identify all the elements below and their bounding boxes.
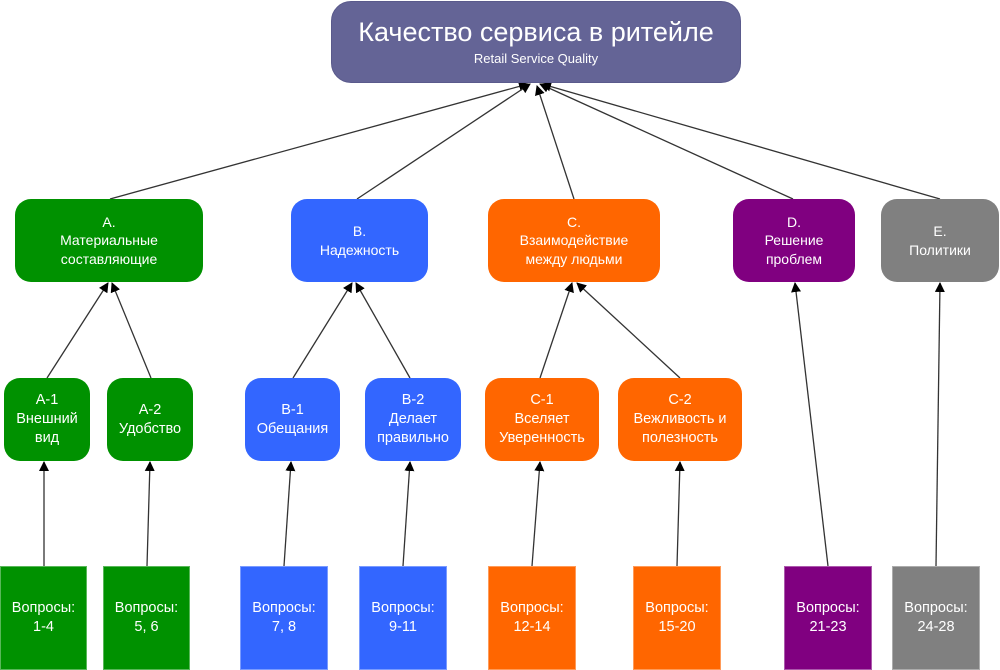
arrow-c1-to-c [539,282,574,379]
arrow-a-to-root [109,81,529,200]
subcategory-a2-code: A-2 [138,401,162,418]
questions-box-9-11: Вопросы: 9-11 [359,566,447,670]
questions-box-12-14: Вопросы: 12-14 [488,566,576,670]
arrow-q7-to-d [791,282,829,567]
subcategory-b2-label-1: Делает [388,411,438,428]
arrow-q4-to-b2 [402,461,415,567]
category-e-label: Политики [909,241,971,258]
subcategory-c1-code: C-1 [530,392,554,409]
questions-range: 12-14 [513,619,551,635]
category-a-node: A. Материальные составляющие [15,199,203,282]
questions-range: 7, 8 [271,619,297,635]
questions-box-24-28: Вопросы: 24-28 [892,566,980,670]
subcategory-b1-label: Обещания [256,420,329,437]
arrow-a2-to-b [110,282,152,379]
subcategory-c2-code: C-2 [668,392,692,409]
category-d-code: D. [787,214,801,231]
arrow-b2-to-b [355,282,411,379]
category-a-label-2: составляющие [60,250,158,267]
category-a-label-1: Материальные [60,232,158,249]
questions-box-15-20: Вопросы: 15-20 [633,566,721,670]
questions-range: 9-11 [389,619,417,635]
category-c-code: C. [567,214,581,231]
category-d-label-2: проблем [765,250,823,267]
arrow-q6-to-c2 [674,461,685,567]
questions-range: 5, 6 [134,619,159,635]
questions-box-5-6: Вопросы: 5, 6 [103,566,190,670]
subcategory-a1-node: A-1 Внешний вид [4,378,90,461]
questions-label: Вопросы: [500,600,564,617]
subcategory-b2-label-2: правильно [377,429,449,446]
category-c-node: C. Взаимодействие между людьми [488,199,660,282]
arrow-q2-to-a2 [144,461,155,567]
subcategory-a1-label-2: вид [34,429,60,446]
arrow-b-to-root [356,83,531,200]
arrow-c-to-root [535,85,575,200]
root-title: Качество сервиса в ритейле [358,17,714,48]
category-b-code: B. [352,223,367,240]
subcategory-b1-node: B-1 Обещания [245,378,340,461]
arrow-c2-to-c [576,282,681,379]
subcategory-c2-node: C-2 Вежливость и полезность [618,378,742,461]
questions-range: 21-23 [809,619,847,635]
subcategory-a2-label: Удобство [118,420,182,437]
arrow-q8-to-e [934,282,945,567]
arrow-e-to-root [541,81,941,200]
subcategory-a2-node: A-2 Удобство [107,378,193,461]
arrow-d-to-root [539,83,794,200]
root-node: Качество сервиса в ритейле Retail Servic… [331,1,741,83]
category-d-label-1: Решение [764,232,824,249]
questions-label: Вопросы: [252,600,316,617]
subcategory-b2-code: B-2 [401,392,425,409]
questions-range: 15-20 [658,619,696,635]
questions-label: Вопросы: [11,600,76,617]
root-subtitle: Retail Service Quality [473,50,599,66]
category-c-label-2: между людьми [525,250,623,267]
category-b-node: B. Надежность [291,199,428,282]
questions-range: 24-28 [917,619,955,635]
subcategory-b1-code: B-1 [281,401,304,418]
category-a-code: A. [102,214,116,231]
category-e-node: E. Политики [881,199,999,282]
subcategory-c1-label-2: Уверенность [499,429,585,446]
questions-box-1-4: Вопросы: 1-4 [0,566,87,670]
subcategory-c2-label-2: полезность [642,429,718,446]
subcategory-a1-label-1: Внешний [16,411,78,428]
subcategory-c2-label-1: Вежливость и [633,411,727,428]
questions-box-21-23: Вопросы: 21-23 [784,566,872,670]
subcategory-b2-node: B-2 Делает правильно [365,378,461,461]
subcategory-a1-code: A-1 [35,392,59,409]
category-b-label: Надежность [319,241,400,258]
category-e-code: E. [933,223,947,240]
subcategory-c1-label-1: Вселяет [514,411,570,428]
category-d-node: D. Решение проблем [733,199,855,282]
questions-label: Вопросы: [796,600,860,617]
questions-label: Вопросы: [645,600,709,617]
subcategory-c1-node: C-1 Вселяет Уверенность [485,378,599,461]
arrow-b1-to-b [292,282,353,379]
questions-box-7-8: Вопросы: 7, 8 [240,566,328,670]
arrow-q3-to-b1 [283,461,296,567]
arrow-q5-to-c1 [531,461,545,567]
questions-label: Вопросы: [904,600,968,617]
questions-label: Вопросы: [114,600,179,617]
questions-label: Вопросы: [371,600,435,617]
questions-range: 1-4 [33,619,54,635]
category-c-label-1: Взаимодействие [519,232,629,249]
arrow-a1-to-a [46,282,109,379]
